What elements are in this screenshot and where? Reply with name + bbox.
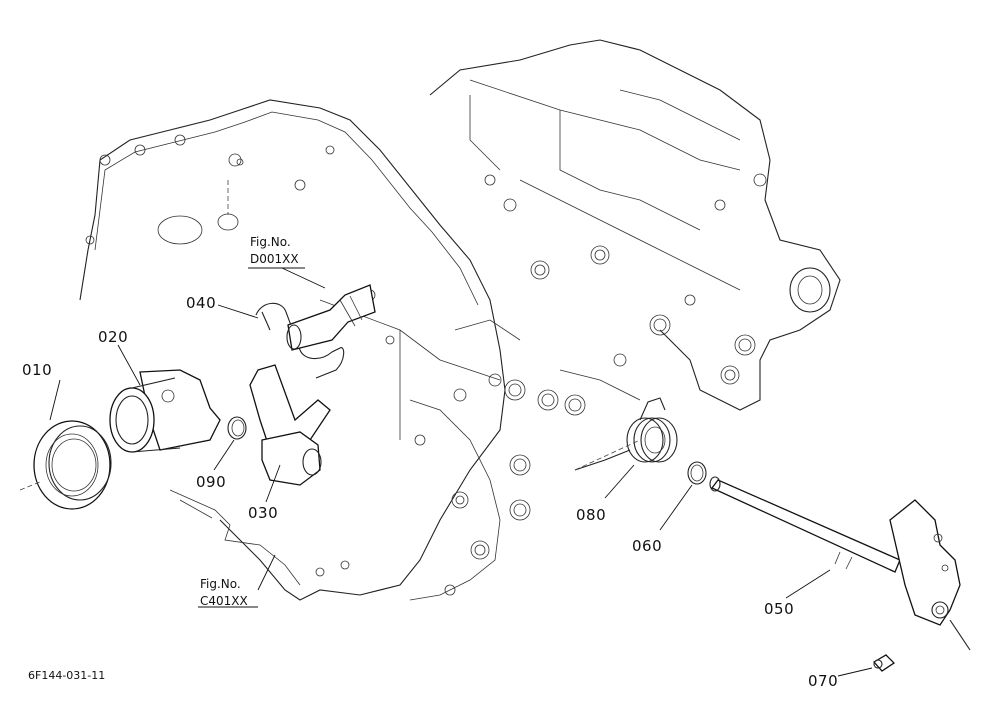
part-030-release-fork [249,364,331,486]
part-020-release-hub [109,369,221,453]
transmission-housing [79,39,841,601]
drawing-code: 6F144-031-11 [28,669,105,682]
callout-060: 060 [632,537,662,555]
part-060-o-ring [687,461,707,485]
part-090-snap-ring [227,416,247,440]
part-070-grease-nipple [872,654,896,672]
callout-030: 030 [248,504,278,522]
callout-040: 040 [186,294,216,312]
callout-070: 070 [808,672,838,690]
callout-020: 020 [98,328,128,346]
gasket-outline [169,489,301,586]
part-050-shift-shaft [709,476,971,651]
fig-ref-upper-label: Fig.No. [250,235,291,249]
part-010-oil-seal [19,420,112,510]
fig-ref-lower-label: Fig.No. [200,577,241,591]
input-shaft [286,284,376,351]
part-080-torsion-spring [574,397,678,471]
callout-050: 050 [764,600,794,618]
fig-ref-lower-code: C401XX [200,594,248,608]
callout-010: 010 [22,361,52,379]
callout-090: 090 [196,473,226,491]
callout-080: 080 [576,506,606,524]
leader-lines [49,267,873,677]
fig-ref-upper-code: D001XX [250,252,299,266]
part-040-spring-clip [255,302,345,379]
